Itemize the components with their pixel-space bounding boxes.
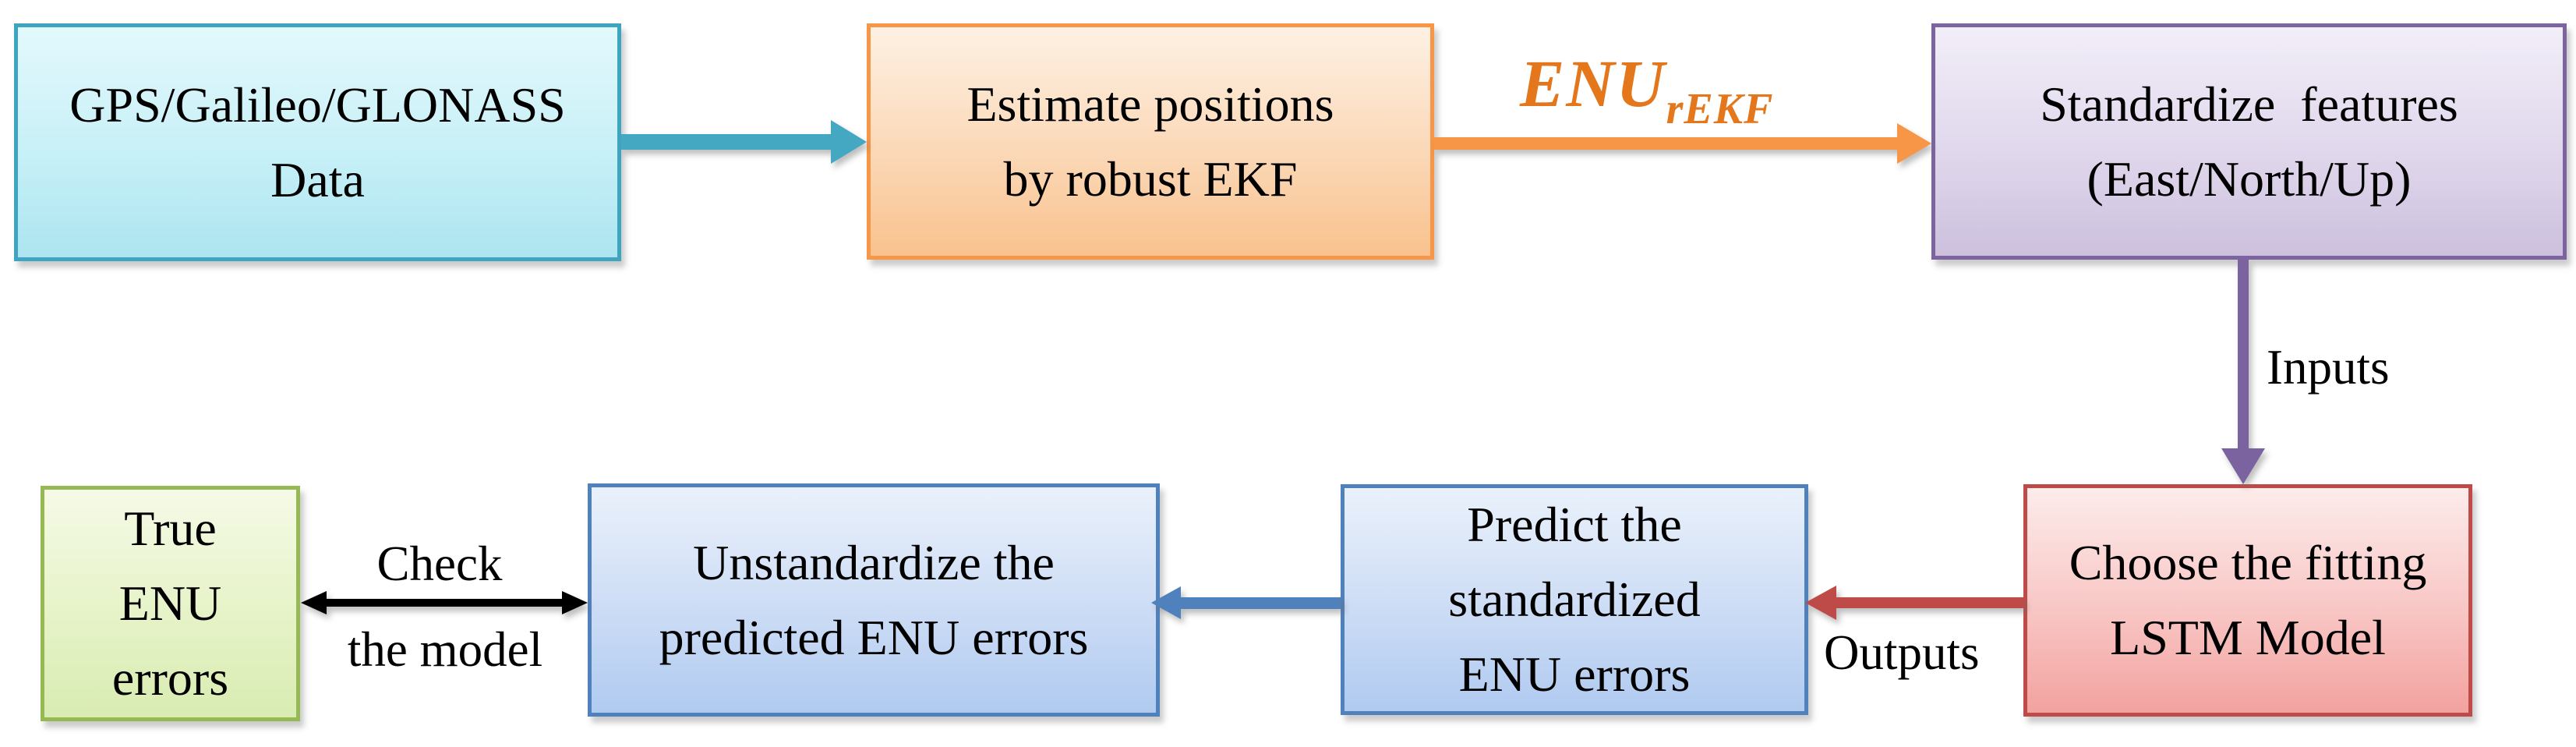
box-predict-errors-label: Predict the standardized ENU errors	[1448, 497, 1701, 702]
arrow-standardize-to-lstm-icon	[2221, 260, 2265, 484]
box-predict-errors: Predict the standardized ENU errors	[1341, 484, 1808, 715]
box-unstandardize-label: Unstandardize the predicted ENU errors	[659, 534, 1089, 665]
box-unstandardize: Unstandardize the predicted ENU errors	[588, 483, 1160, 717]
arrow-lstm-to-predict-icon	[1805, 586, 2023, 620]
box-lstm-model: Choose the fitting LSTM Model	[2023, 484, 2472, 717]
outputs-label: Outputs	[1824, 625, 1980, 680]
box-robust-ekf: Estimate positions by robust EKF	[867, 23, 1434, 260]
inputs-label: Inputs	[2267, 340, 2390, 395]
check-label-line1: Check	[376, 536, 503, 591]
box-lstm-model-label: Choose the fitting LSTM Model	[2069, 535, 2427, 665]
arrow-gnss-to-ekf-icon	[621, 120, 867, 164]
box-gnss-data: GPS/Galileo/GLONASS Data	[14, 23, 621, 261]
box-standardize-features: Standardize features (East/North/Up)	[1931, 23, 2567, 260]
box-standardize-features-label: Standardize features (East/North/Up)	[2040, 76, 2458, 207]
enu-rekf-label-subscript: rEKF	[1666, 85, 1774, 133]
box-true-enu-errors-label: True ENU errors	[111, 501, 229, 706]
arrow-check-model-double-icon	[301, 591, 588, 614]
box-robust-ekf-label: Estimate positions by robust EKF	[966, 76, 1334, 207]
enu-rekf-label: ENUrEKF	[1520, 50, 1773, 131]
enu-rekf-label-main: ENU	[1520, 46, 1666, 121]
box-true-enu-errors: True ENU errors	[41, 486, 300, 721]
box-gnss-data-label: GPS/Galileo/GLONASS Data	[69, 76, 566, 207]
arrow-predict-to-unstandardize-icon	[1151, 586, 1341, 619]
check-label-line2: the model	[347, 622, 543, 677]
arrow-ekf-to-standardize-icon	[1434, 123, 1931, 164]
